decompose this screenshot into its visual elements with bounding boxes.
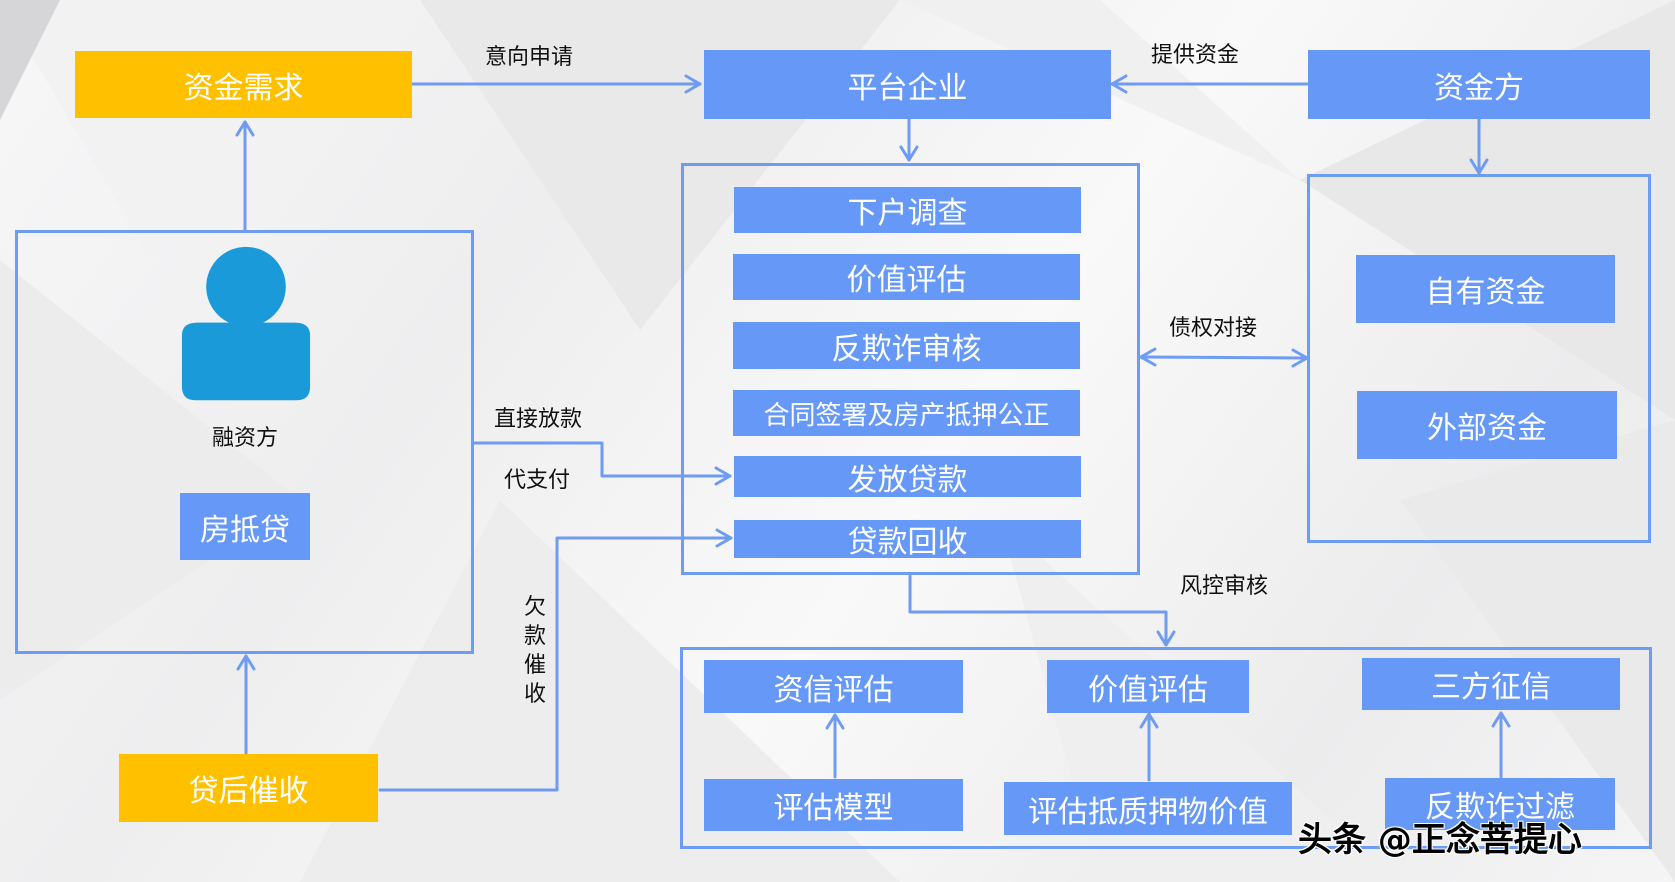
step-on-site-survey: 下户调查 bbox=[734, 187, 1081, 233]
own-funds-box: 自有资金 bbox=[1356, 255, 1615, 323]
collateral-valuation-box: 评估抵质押物价值 bbox=[1004, 782, 1292, 835]
platform-box: 平台企业 bbox=[704, 50, 1111, 119]
credit-assessment-box: 资信评估 bbox=[704, 660, 963, 713]
mortgage-loan-box: 房抵贷 bbox=[180, 493, 310, 560]
label-provide-funds: 提供资金 bbox=[1151, 43, 1240, 68]
fund-demand-box: 资金需求 bbox=[75, 51, 412, 118]
fund-source-frame bbox=[1307, 174, 1651, 543]
borrower-frame bbox=[15, 230, 474, 654]
risk-value-assessment-box: 价值评估 bbox=[1047, 660, 1249, 713]
label-debt-matching: 债权对接 bbox=[1169, 316, 1258, 341]
risk-control-frame bbox=[680, 647, 1652, 849]
borrower-label: 融资方 bbox=[212, 426, 279, 451]
platform-process-frame bbox=[681, 163, 1140, 575]
assessment-model-box: 评估模型 bbox=[704, 779, 963, 831]
arrow-risk-review bbox=[908, 574, 1168, 647]
label-proxy-payment: 代支付 bbox=[504, 468, 571, 493]
watermark: 头条 @正念菩提心 bbox=[1298, 820, 1582, 860]
post-loan-collection-box: 贷后催收 bbox=[119, 754, 378, 822]
step-contract-signing: 合同签署及房产抵押公正 bbox=[733, 390, 1080, 436]
external-funds-box: 外部资金 bbox=[1357, 391, 1617, 459]
label-risk-review: 风控审核 bbox=[1180, 574, 1269, 599]
step-loan-recovery: 贷款回收 bbox=[734, 520, 1081, 560]
anti-fraud-filter-box: 反欺诈过滤 bbox=[1385, 778, 1615, 830]
step-loan-disbursement: 发放贷款 bbox=[734, 456, 1081, 498]
person-icon bbox=[181, 246, 311, 401]
arrow-debt-matching bbox=[1139, 355, 1309, 360]
label-arrears-collection: 欠款催收 bbox=[523, 595, 546, 707]
step-value-assessment: 价值评估 bbox=[733, 254, 1080, 300]
step-anti-fraud-review: 反欺诈审核 bbox=[733, 322, 1080, 369]
label-direct-lending: 直接放款 bbox=[494, 407, 583, 432]
funder-box: 资金方 bbox=[1308, 50, 1650, 119]
third-party-credit-box: 三方征信 bbox=[1362, 658, 1620, 710]
label-intent-apply: 意向申请 bbox=[485, 45, 574, 70]
